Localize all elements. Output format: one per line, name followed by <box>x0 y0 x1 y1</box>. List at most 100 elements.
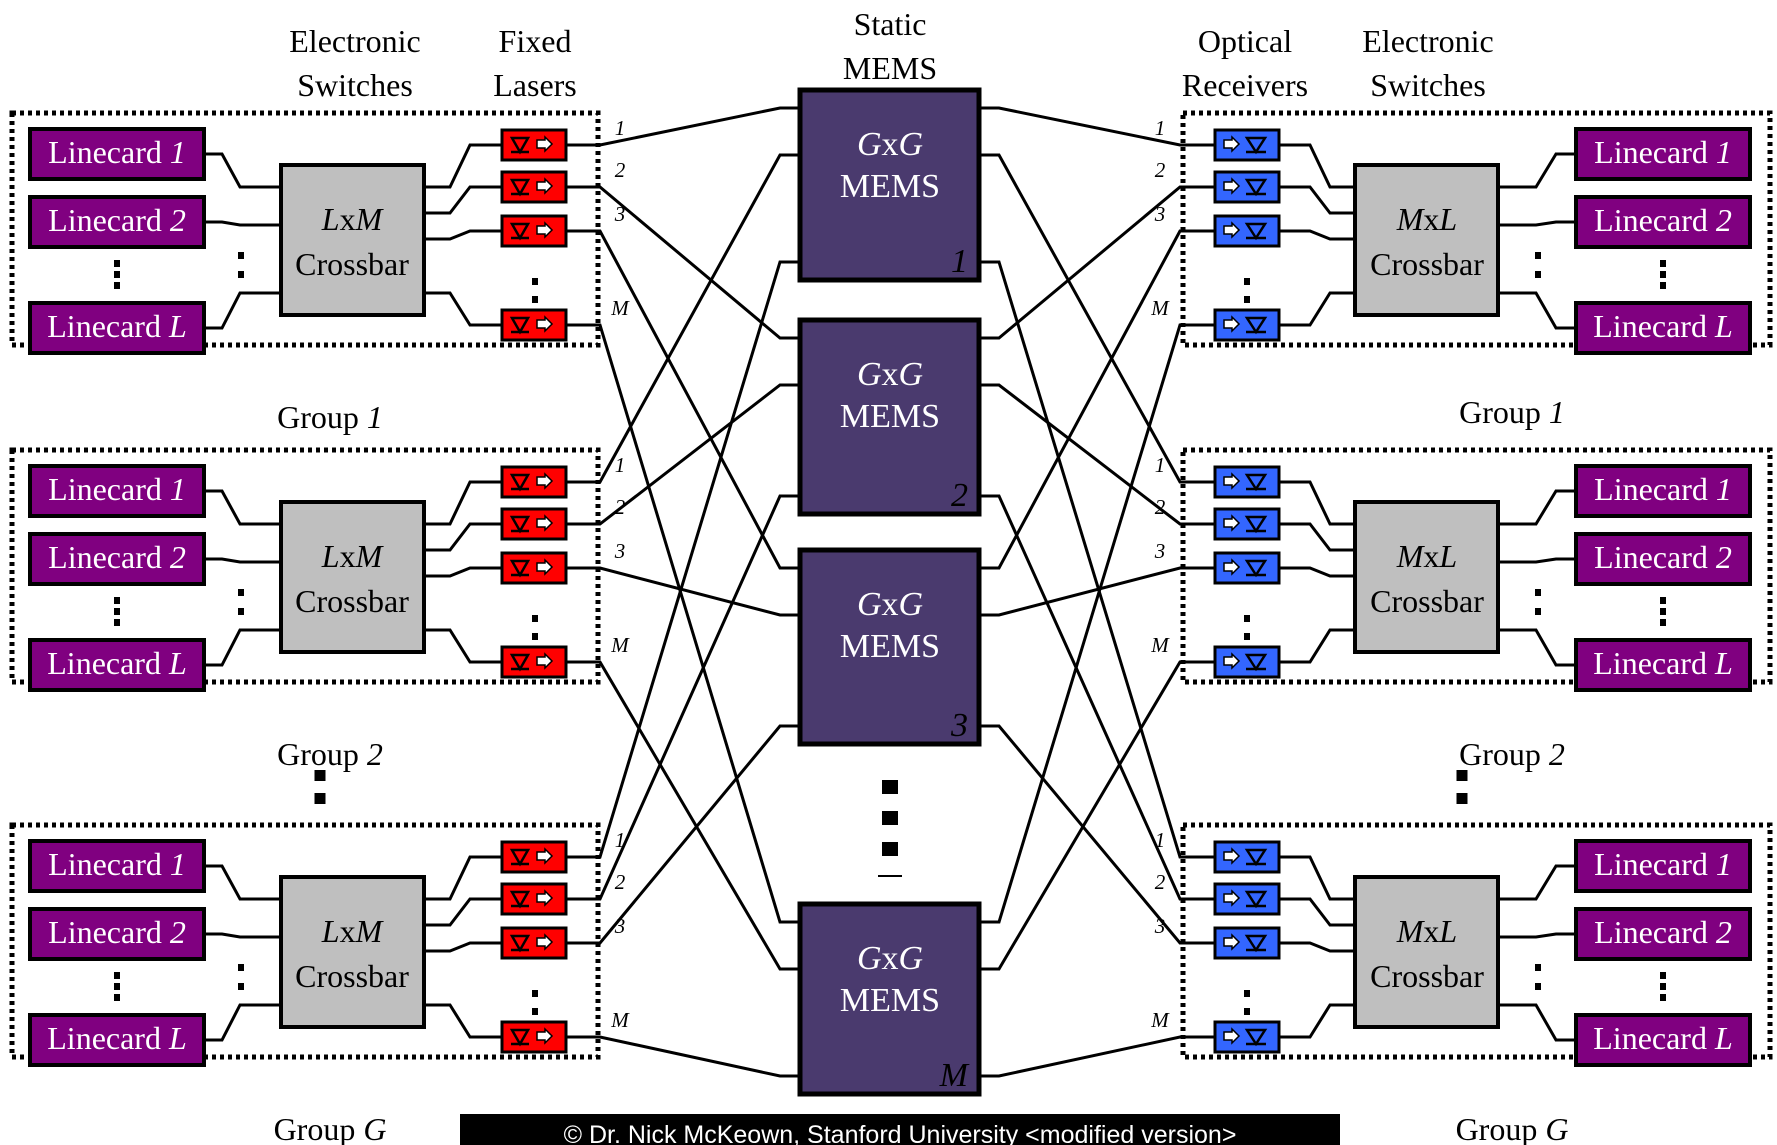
receiver <box>1213 645 1281 679</box>
port-number: 3 <box>1154 202 1166 226</box>
receiver-ellipsis <box>1244 990 1250 1015</box>
group-ellipsis-left <box>314 770 326 804</box>
linecard-box <box>1574 532 1752 586</box>
header-mems-line1: Static <box>854 6 927 42</box>
linecard-label: Linecard 1 <box>48 846 186 882</box>
crossbar-label: LxM <box>321 201 385 237</box>
port-number: M <box>1150 1008 1170 1032</box>
crossbar-ellipsis <box>1535 589 1541 615</box>
port-number: 3 <box>614 202 626 226</box>
crossbar-ellipsis <box>1535 252 1541 278</box>
laser <box>500 645 568 679</box>
linecard-box <box>1574 464 1752 518</box>
port-number: 1 <box>1155 828 1166 852</box>
crossbar-label-line2: Crossbar <box>1370 958 1484 994</box>
linecard-box <box>28 907 206 961</box>
port-number: 2 <box>615 870 626 894</box>
receiver <box>1213 308 1281 342</box>
laser <box>500 308 568 342</box>
mems-label-line2: MEMS <box>840 168 940 205</box>
linecard-label: Linecard 2 <box>1594 202 1732 238</box>
mems-label-line2: MEMS <box>840 398 940 435</box>
port-number: 2 <box>1155 158 1166 182</box>
linecard-box <box>1574 839 1752 893</box>
laser-ellipsis <box>532 615 538 640</box>
receiver <box>1213 1020 1281 1054</box>
mems-index: 3 <box>950 707 968 744</box>
laser <box>500 840 568 874</box>
linecard-ellipsis <box>114 597 120 626</box>
laser-ellipsis <box>532 278 538 303</box>
linecard-ellipsis <box>114 260 120 289</box>
right-group: MxL Crossbar Linecard 1 Linecard 2 Linecard … <box>1150 110 1773 355</box>
crossbar-label-line2: Crossbar <box>295 583 409 619</box>
receiver-ellipsis <box>1244 615 1250 640</box>
port-number: 2 <box>1155 870 1166 894</box>
mems-index: 2 <box>951 477 968 514</box>
mems-index: M <box>939 1057 970 1094</box>
laser-ellipsis <box>532 990 538 1015</box>
linecard-label: Linecard 2 <box>48 539 186 575</box>
port-number: 1 <box>1155 453 1166 477</box>
mems-index: 1 <box>951 243 968 280</box>
linecard-box <box>1574 638 1752 692</box>
linecard-ellipsis <box>114 972 120 1001</box>
linecard-box <box>28 301 206 355</box>
group-label: Group 2 <box>277 736 383 772</box>
crossbar-label: MxL <box>1396 538 1457 574</box>
crossbar-label-line2: Crossbar <box>1370 246 1484 282</box>
header-left-switches-line2: Switches <box>297 67 413 103</box>
linecard-box <box>28 638 206 692</box>
laser <box>500 214 568 248</box>
linecard-box <box>28 1013 206 1067</box>
port-number: M <box>610 633 630 657</box>
linecard-label: Linecard 1 <box>1594 471 1732 507</box>
crossbar-box <box>279 500 426 654</box>
linecard-label: Linecard L <box>1593 308 1733 344</box>
crossbar-label: LxM <box>321 913 385 949</box>
receiver <box>1213 465 1281 499</box>
mems-label-line2: MEMS <box>840 628 940 665</box>
footer: © Dr. Nick McKeown, Stanford University … <box>460 1114 1340 1145</box>
crossbar-label: MxL <box>1396 201 1457 237</box>
linecard-label: Linecard L <box>47 1020 187 1056</box>
crossbar-label-line2: Crossbar <box>295 246 409 282</box>
linecard-label: Linecard L <box>47 308 187 344</box>
crossbar-box <box>1353 163 1500 317</box>
group-border <box>1180 822 1773 1060</box>
header-receivers-line1: Optical <box>1198 23 1292 59</box>
linecard-box <box>1574 127 1752 181</box>
linecard-label: Linecard 2 <box>1594 914 1732 950</box>
port-number: 1 <box>615 453 626 477</box>
receiver <box>1213 170 1281 204</box>
crossbar-ellipsis <box>238 964 244 990</box>
linecard-ellipsis <box>1660 972 1666 1001</box>
receiver <box>1213 926 1281 960</box>
linecard-label: Linecard L <box>1593 645 1733 681</box>
linecard-box <box>28 195 206 249</box>
header-lasers-line2: Lasers <box>493 67 577 103</box>
linecard-label: Linecard 1 <box>48 134 186 170</box>
crossbar-box <box>1353 500 1500 654</box>
group-label: Group 1 <box>1459 394 1565 430</box>
mems-ellipsis <box>882 780 898 856</box>
footer-background <box>460 1114 1340 1145</box>
linecard-box <box>1574 1013 1752 1067</box>
linecard-label: Linecard 1 <box>1594 134 1732 170</box>
crossbar-ellipsis <box>1535 964 1541 990</box>
mems-label: GxG <box>857 940 923 977</box>
receiver <box>1213 840 1281 874</box>
port-number: M <box>1150 633 1170 657</box>
port-number: 1 <box>615 116 626 140</box>
laser <box>500 128 568 162</box>
crossbar-box <box>279 875 426 1029</box>
port-number: 3 <box>1154 539 1166 563</box>
